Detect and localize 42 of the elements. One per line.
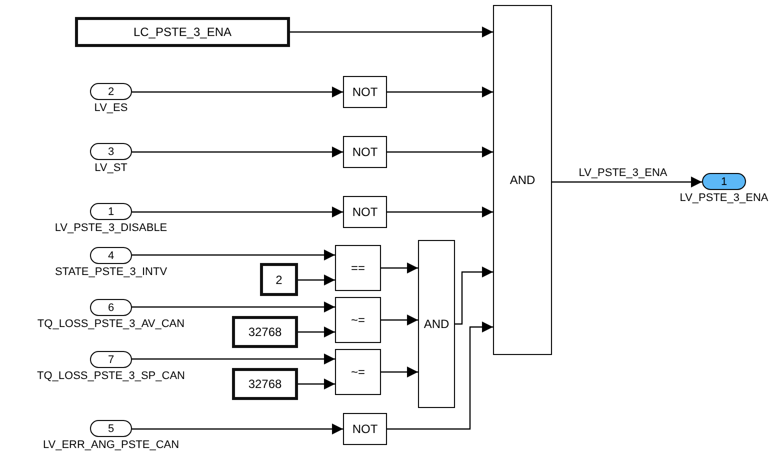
signal-arrow [298,274,335,286]
logic-block: NOT [343,76,387,108]
signal-arrow [387,206,493,218]
logic-block: ~= [335,349,381,395]
port-label: LV_PSTE_3_ENA [680,192,768,204]
signal-arrow [381,262,418,274]
port-label: STATE_PSTE_3_INTV [54,266,168,278]
signal-arrow [132,86,343,98]
signal-arrow [387,86,493,98]
logic-block: == [335,245,381,291]
constant-block: LC_PSTE_3_ENA [75,17,290,47]
logic-block: AND [493,5,552,355]
signal-arrow [387,322,493,430]
port-label: LV_PSTE_3_DISABLE [54,222,168,234]
logic-block: NOT [343,196,387,228]
signal-arrow [132,250,335,260]
constant-block: 32768 [232,316,298,348]
signal-arrow [381,314,418,326]
port-label: LV_ES [94,102,128,114]
logic-block: ~= [335,297,381,343]
port-label: TQ_LOSS_PSTE_3_SP_CAN [37,370,185,382]
port-label: TQ_LOSS_PSTE_3_AV_CAN [37,318,185,330]
signal-arrow [132,146,343,158]
constant-block: 32768 [232,368,298,400]
logic-block: NOT [343,413,387,445]
signal-arrow [455,266,493,325]
logic-block: AND [418,240,455,408]
signal-arrow [552,176,702,188]
port-label: LV_ST [94,162,128,174]
signal-arrow [132,302,335,312]
signal-arrow [381,366,418,378]
logic-block: NOT [343,136,387,168]
signal-arrow [290,26,493,38]
port-label: LV_ERR_ANG_PSTE_CAN [42,439,180,451]
signal-arrow [298,378,335,390]
edge-label: LV_PSTE_3_ENA [578,167,668,179]
constant-block: 2 [260,263,298,296]
signal-arrow [132,206,343,218]
signal-arrow [132,424,343,434]
signal-arrow [132,354,335,364]
signal-arrow [298,326,335,338]
signal-arrow [387,146,493,158]
